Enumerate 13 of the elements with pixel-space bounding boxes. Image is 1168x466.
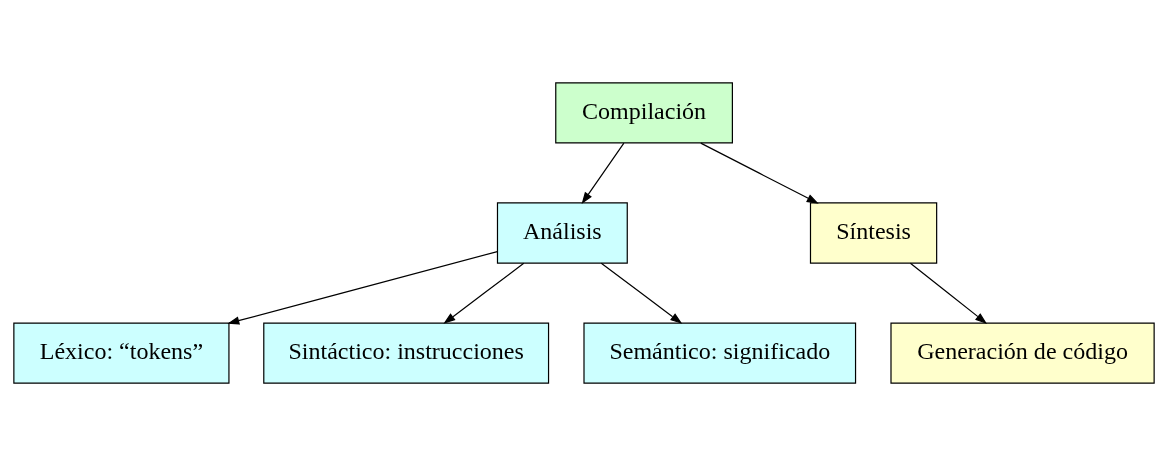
- arrow: [443, 262, 525, 324]
- arrow: [581, 142, 625, 205]
- node-box: Léxico: “tokens”: [13, 322, 230, 384]
- arrow: [700, 142, 819, 204]
- node-box: Análisis: [496, 202, 628, 264]
- node-box: Semántico: significado: [583, 322, 857, 384]
- node-box: Sintáctico: instrucciones: [263, 322, 550, 384]
- node-box: Compilación: [555, 82, 733, 144]
- arrow: [909, 262, 988, 324]
- arrow: [600, 262, 683, 324]
- node-box: Síntesis: [809, 202, 938, 264]
- arrow: [227, 251, 498, 325]
- node-box: Generación de código: [890, 322, 1155, 384]
